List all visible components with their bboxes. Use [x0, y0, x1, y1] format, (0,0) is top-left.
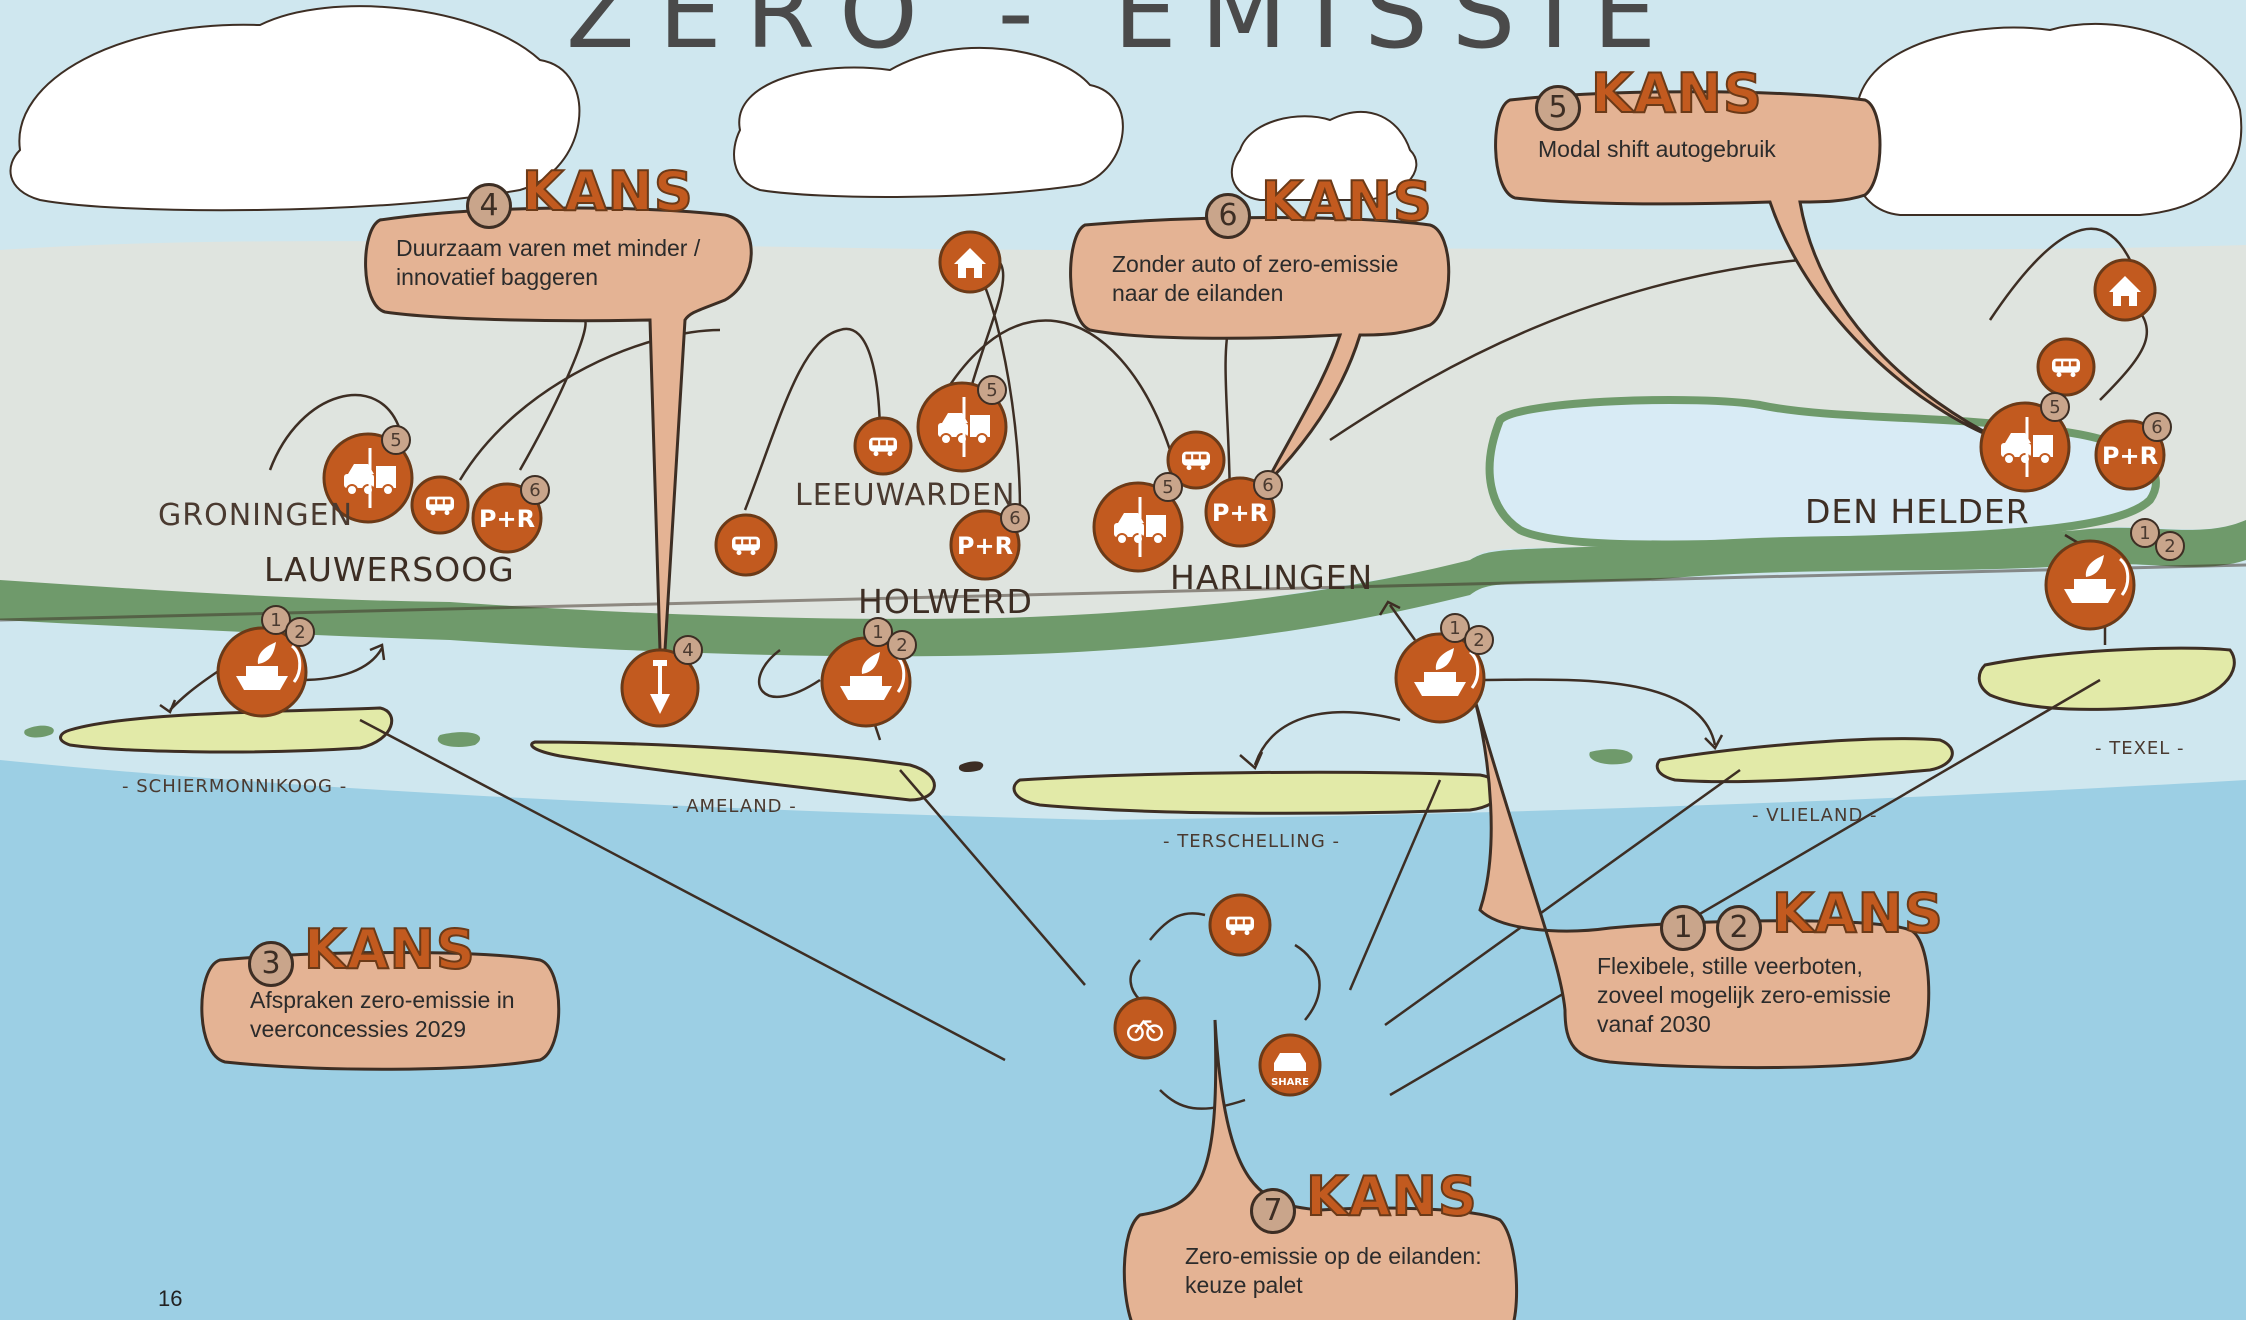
park-ride-icon: P+R — [1212, 499, 1268, 527]
badge-4: 4 — [682, 640, 693, 661]
kans3-word: KANS — [303, 917, 476, 982]
badge-2: 2 — [896, 635, 907, 656]
kans5-text: Modal shift autogebruik — [1538, 136, 1776, 162]
kans6-text: Zonder auto of zero-emissie naar de eila… — [1112, 251, 1399, 306]
kans7-balloon — [1122, 1019, 1519, 1320]
badge-6: 6 — [529, 480, 540, 501]
badge-1: 1 — [872, 622, 883, 643]
kans7-text: Zero-emissie op de eilanden: keuze palet — [1185, 1243, 1482, 1298]
badge-5: 5 — [390, 430, 401, 451]
kans7-word: KANS — [1305, 1164, 1478, 1229]
kans3-balloon — [200, 951, 561, 1071]
badge-5: 5 — [986, 380, 997, 401]
city-label-lauwersoog: LAUWERSOOG — [264, 550, 515, 589]
kans12-number-a: 1 — [1660, 904, 1706, 951]
badge-6: 6 — [2151, 417, 2162, 438]
island-label-schiermonnikoog: - SCHIERMONNIKOOG - — [122, 776, 348, 797]
city-label-leeuwarden: LEEUWARDEN — [795, 478, 1016, 513]
kans6-balloon — [1069, 216, 1451, 487]
island-label-texel: - TEXEL - — [2095, 738, 2185, 759]
badge-6: 6 — [1262, 475, 1273, 496]
island-label-terschelling: - TERSCHELLING - — [1163, 831, 1340, 852]
kans5-balloon — [1494, 90, 2001, 442]
badge-2: 2 — [1473, 630, 1484, 651]
badge-1: 1 — [2139, 523, 2150, 544]
kans4-balloon — [364, 206, 753, 652]
kans12-number-b: 2 — [1716, 904, 1762, 951]
kans12-word: KANS — [1771, 881, 1944, 946]
share-label: SHARE — [1271, 1077, 1309, 1088]
page-title: ZERO - EMISSIE — [565, 0, 1681, 71]
kans6-number: 6 — [1205, 192, 1251, 239]
badge-2: 2 — [294, 622, 305, 643]
badge-layer: 5 6 5 6 5 6 5 6 4 1 2 1 2 1 2 1 2 — [261, 375, 2185, 665]
kans5-number: 5 — [1535, 84, 1581, 131]
kans12-balloon — [1473, 699, 1931, 1070]
kans4-number: 4 — [466, 182, 512, 229]
share-car-icon — [1274, 1053, 1306, 1071]
kans3-text: Afspraken zero-emissie in veerconcessies… — [250, 987, 515, 1042]
badge-2: 2 — [2164, 536, 2175, 557]
page-number: 16 — [158, 1286, 183, 1311]
kans4-text: Duurzaam varen met minder / innovatief b… — [396, 235, 701, 290]
kans7-number: 7 — [1250, 1187, 1296, 1234]
badge-1: 1 — [270, 610, 281, 631]
icon-layer: P+R P+R P+R P+R SHARE — [216, 230, 2166, 1097]
badge-5: 5 — [1162, 477, 1173, 498]
city-label-den-helder: DEN HELDER — [1805, 492, 2030, 531]
badge-6: 6 — [1009, 508, 1020, 529]
park-ride-icon: P+R — [957, 532, 1013, 560]
badge-1: 1 — [1449, 618, 1460, 639]
kans5-word: KANS — [1590, 61, 1763, 126]
kans4-word: KANS — [521, 159, 694, 224]
city-label-holwerd: HOLWERD — [858, 582, 1033, 621]
kans3-number: 3 — [248, 940, 294, 987]
city-label-harlingen: HARLINGEN — [1170, 558, 1374, 597]
kans6-word: KANS — [1260, 169, 1433, 234]
city-label-groningen: GRONINGEN — [158, 498, 354, 533]
island-label-ameland: - AMELAND - — [672, 796, 797, 817]
kans12-text: Flexibele, stille veerboten, zoveel moge… — [1597, 953, 1891, 1037]
park-ride-icon: P+R — [2102, 442, 2158, 470]
park-ride-icon: P+R — [479, 505, 535, 533]
badge-5: 5 — [2049, 397, 2060, 418]
island-label-vlieland: - VLIELAND - — [1752, 805, 1878, 826]
